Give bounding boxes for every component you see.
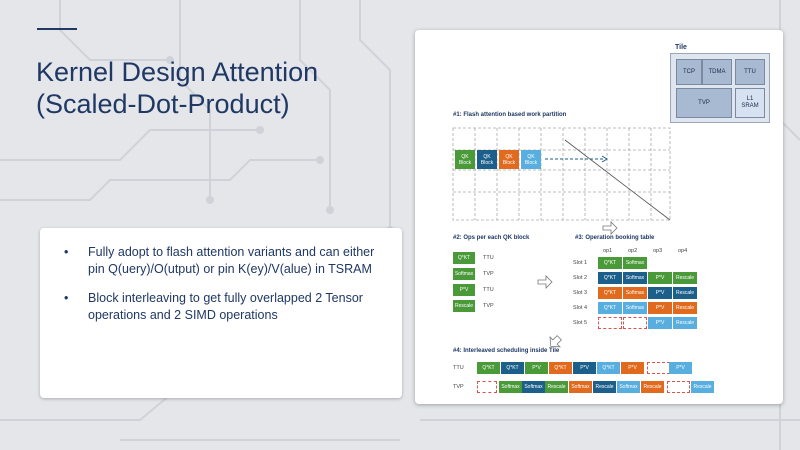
tile-unit-ttu: TTU: [735, 59, 765, 85]
tile-unit-tcp: TCP: [676, 59, 702, 85]
schedule-tvp-cell: Rescale: [641, 381, 664, 393]
op-block: Rescale: [453, 300, 475, 312]
schedule-tvp-cell: Rescale: [691, 381, 714, 393]
diagram-panel: Tile TCP TDMA TTU TVP L1 SRAM #1: Flash …: [415, 30, 783, 404]
bullet-glyph: •: [64, 291, 69, 305]
booking-cell: Q*KT: [598, 257, 622, 269]
booking-cell: P*V: [648, 272, 672, 284]
qk-block-label: QK: [483, 153, 491, 160]
schedule-ttu-cell: P*V: [669, 362, 692, 374]
schedule-ttu-cell: Q*KT: [597, 362, 620, 374]
bullet-text: Fully adopt to flash attention variants …: [88, 245, 375, 276]
booking-header: op2: [628, 248, 638, 254]
tile-unit-l1-sram: L1 SRAM: [735, 88, 765, 118]
schedule-ttu-cell: P*V: [525, 362, 548, 374]
bullet-glyph: •: [64, 245, 69, 259]
bullet-text: Block interleaving to get fully overlapp…: [88, 291, 363, 322]
booking-cell: Rescale: [673, 272, 697, 284]
booking-cell: P*V: [648, 317, 672, 329]
schedule-tvp-cell: Softmax: [617, 381, 640, 393]
section4-title: #4: Interleaved scheduling inside Tile: [453, 348, 560, 354]
qk-block-label: Block: [502, 159, 516, 166]
booking-cell: Rescale: [673, 317, 697, 329]
op-block: P*V: [453, 284, 475, 296]
schedule-tvp-cell: Softmax: [522, 381, 545, 393]
booking-cell: Q*KT: [598, 272, 622, 284]
booking-cell: Q*KT: [598, 287, 622, 299]
booking-cell: P*V: [648, 287, 672, 299]
booking-cell: Softmax: [623, 272, 647, 284]
schedule-tvp-cell: Rescale: [545, 381, 568, 393]
title-accent-line: [37, 28, 77, 30]
booking-slot-label: Slot 5: [573, 320, 588, 326]
tile-label: Tile: [675, 44, 687, 51]
tile-diagram: TCP TDMA TTU TVP L1 SRAM: [670, 53, 770, 123]
schedule-tvp-cell: Rescale: [593, 381, 616, 393]
schedule-ttu-label: TTU: [453, 365, 464, 371]
section2-title: #2: Ops per each QK block: [453, 235, 530, 241]
schedule-ttu-cell: Q*KT: [549, 362, 572, 374]
booking-cell: Rescale: [673, 287, 697, 299]
schedule-ttu-cell: Q*KT: [477, 362, 500, 374]
booking-cell: Softmax: [623, 257, 647, 269]
booking-slot-label: Slot 3: [573, 290, 588, 296]
booking-header: op4: [678, 248, 688, 254]
op-block: Softmax: [453, 268, 475, 280]
booking-slot-label: Slot 4: [573, 305, 588, 311]
schedule-tvp-cell: Softmax: [499, 381, 522, 393]
schedule-tvp-cell: Softmax: [569, 381, 592, 393]
booking-slot-label: Slot 1: [573, 260, 588, 266]
booking-cell: Q*KT: [598, 302, 622, 314]
op-unit-label: TTU: [483, 255, 494, 261]
qk-block-label: QK: [527, 153, 535, 160]
partition-grid: [452, 127, 671, 348]
booking-header: op3: [653, 248, 663, 254]
tile-unit-tdma: TDMA: [702, 59, 732, 85]
tile-unit-tvp: TVP: [676, 88, 732, 118]
schedule-ttu-cell-empty: [647, 362, 670, 374]
slide-title-line1: Kernel Design Attention: [36, 57, 319, 87]
booking-slot-label: Slot 2: [573, 275, 588, 281]
booking-header: op1: [603, 248, 613, 254]
op-unit-label: TVP: [483, 271, 494, 277]
booking-cell-empty: [623, 317, 647, 329]
booking-cell-empty: [598, 317, 622, 329]
schedule-ttu-cell: P*V: [621, 362, 644, 374]
schedule-ttu-cell: Q*KT: [501, 362, 524, 374]
booking-cell: Rescale: [673, 302, 697, 314]
qk-block-label: QK: [461, 153, 469, 160]
qk-block-label: Block: [480, 159, 494, 166]
qk-block-label: Block: [524, 159, 538, 166]
qk-block-label: QK: [505, 153, 513, 160]
qk-block-label: Block: [458, 159, 472, 166]
section1-title: #1: Flash attention based work partition: [453, 112, 567, 118]
slide-title: Kernel Design Attention (Scaled-Dot-Prod…: [36, 56, 396, 120]
op-unit-label: TTU: [483, 287, 494, 293]
section3-title: #3: Operation booking table: [575, 235, 655, 241]
bullet-card: • Fully adopt to flash attention variant…: [40, 228, 402, 398]
op-unit-label: TVP: [483, 303, 494, 309]
booking-cell: Softmax: [623, 302, 647, 314]
bullet-item: • Block interleaving to get fully overla…: [64, 290, 388, 324]
booking-cell: P*V: [648, 302, 672, 314]
bullet-item: • Fully adopt to flash attention variant…: [64, 244, 388, 278]
op-block: Q*KT: [453, 252, 475, 264]
booking-cell: Softmax: [623, 287, 647, 299]
slide-title-line2: (Scaled-Dot-Product): [36, 89, 290, 119]
schedule-tvp-label: TVP: [453, 384, 464, 390]
schedule-ttu-cell: P*V: [573, 362, 596, 374]
schedule-tvp-cell-empty: [477, 381, 497, 393]
schedule-tvp-cell-empty: [667, 381, 690, 393]
